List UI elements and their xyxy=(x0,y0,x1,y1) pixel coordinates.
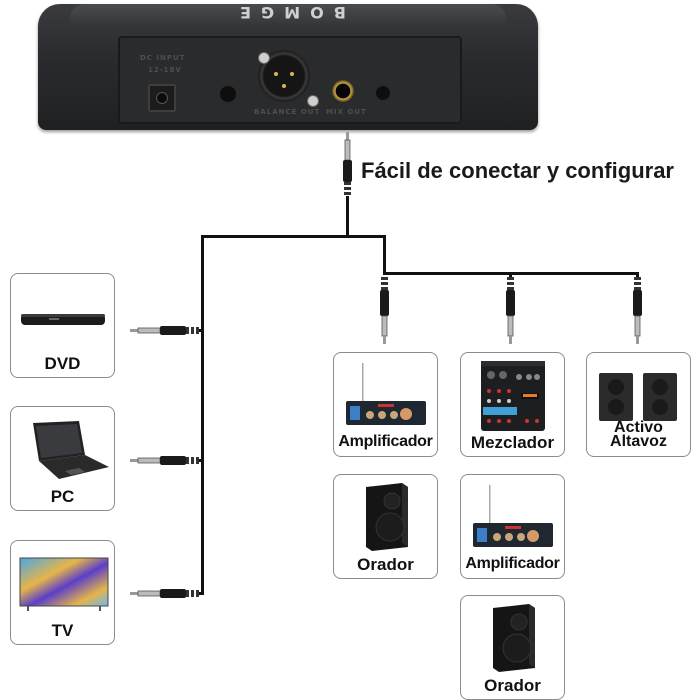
headline: Fácil de conectar y configurar xyxy=(361,158,674,183)
output-label: Amplificador xyxy=(465,555,560,572)
output-jack-plug-icon xyxy=(506,277,515,344)
screw-icon xyxy=(258,52,270,64)
output-box-amplifier: Amplificador xyxy=(333,352,438,457)
voltage-label: 12-18V xyxy=(148,66,182,74)
output-label: Mezclador xyxy=(470,433,555,452)
main-jack-plug-icon xyxy=(343,132,352,195)
dc-input-jack xyxy=(148,84,176,112)
source-jack-plug-icon xyxy=(130,589,204,598)
output-label-line2: Altavoz xyxy=(610,433,667,450)
output-box-mixer: Mezclador xyxy=(460,352,565,457)
source-bus-wire xyxy=(201,235,204,595)
source-label: DVD xyxy=(44,354,81,373)
power-switch-hole xyxy=(220,86,236,102)
output-label: Amplificador xyxy=(338,433,433,450)
receiver-top-face xyxy=(70,4,506,28)
amplifier-icon xyxy=(346,363,426,425)
source-jack-plug-icon xyxy=(130,456,204,465)
dc-input-label: DC INPUT xyxy=(140,54,186,62)
speaker-icon xyxy=(493,604,535,672)
output-label: Activo Altavoz xyxy=(587,419,690,450)
source-jack-plug-icon xyxy=(130,326,204,335)
xlr-pin xyxy=(282,84,286,88)
dvd-player-icon xyxy=(21,314,105,325)
xlr-balance-out-jack xyxy=(258,50,310,102)
screw-icon xyxy=(307,95,319,107)
output-label-line1: Activo xyxy=(614,419,663,436)
output-box-speaker-2: Orador xyxy=(460,595,565,700)
source-box-pc: PC xyxy=(10,406,115,511)
output-drop-wire xyxy=(383,235,386,275)
output-tap-wire xyxy=(509,272,512,278)
active-speakers-icon xyxy=(599,373,677,421)
output-label: Orador xyxy=(484,676,541,695)
mix-out-jack xyxy=(332,80,354,102)
xlr-pin xyxy=(290,72,294,76)
output-box-amplifier-2: Amplificador xyxy=(460,474,565,579)
output-tap-wire xyxy=(636,272,639,278)
indicator-hole xyxy=(376,86,390,100)
xlr-pin xyxy=(274,72,278,76)
source-box-tv: TV xyxy=(10,540,115,645)
output-jack-plug-icon xyxy=(380,277,389,344)
output-label: Orador xyxy=(357,555,414,574)
laptop-icon xyxy=(33,421,109,479)
output-box-speaker: Orador xyxy=(333,474,438,579)
speaker-icon xyxy=(366,483,408,551)
amplifier-icon xyxy=(473,485,553,547)
output-box-active-speaker: Activo Altavoz xyxy=(586,352,691,457)
split-wire xyxy=(202,235,386,238)
brand-logo: BOMGE xyxy=(230,3,346,22)
balance-out-label: BALANCE OUT xyxy=(254,108,321,116)
main-wire xyxy=(346,196,349,238)
output-jack-plug-icon xyxy=(633,277,642,344)
mixer-icon xyxy=(481,361,545,431)
source-box-dvd: DVD xyxy=(10,273,115,378)
mix-out-label: MIX OUT xyxy=(326,108,367,116)
tv-icon xyxy=(19,557,109,611)
source-label: PC xyxy=(50,487,75,506)
source-label: TV xyxy=(51,621,74,640)
